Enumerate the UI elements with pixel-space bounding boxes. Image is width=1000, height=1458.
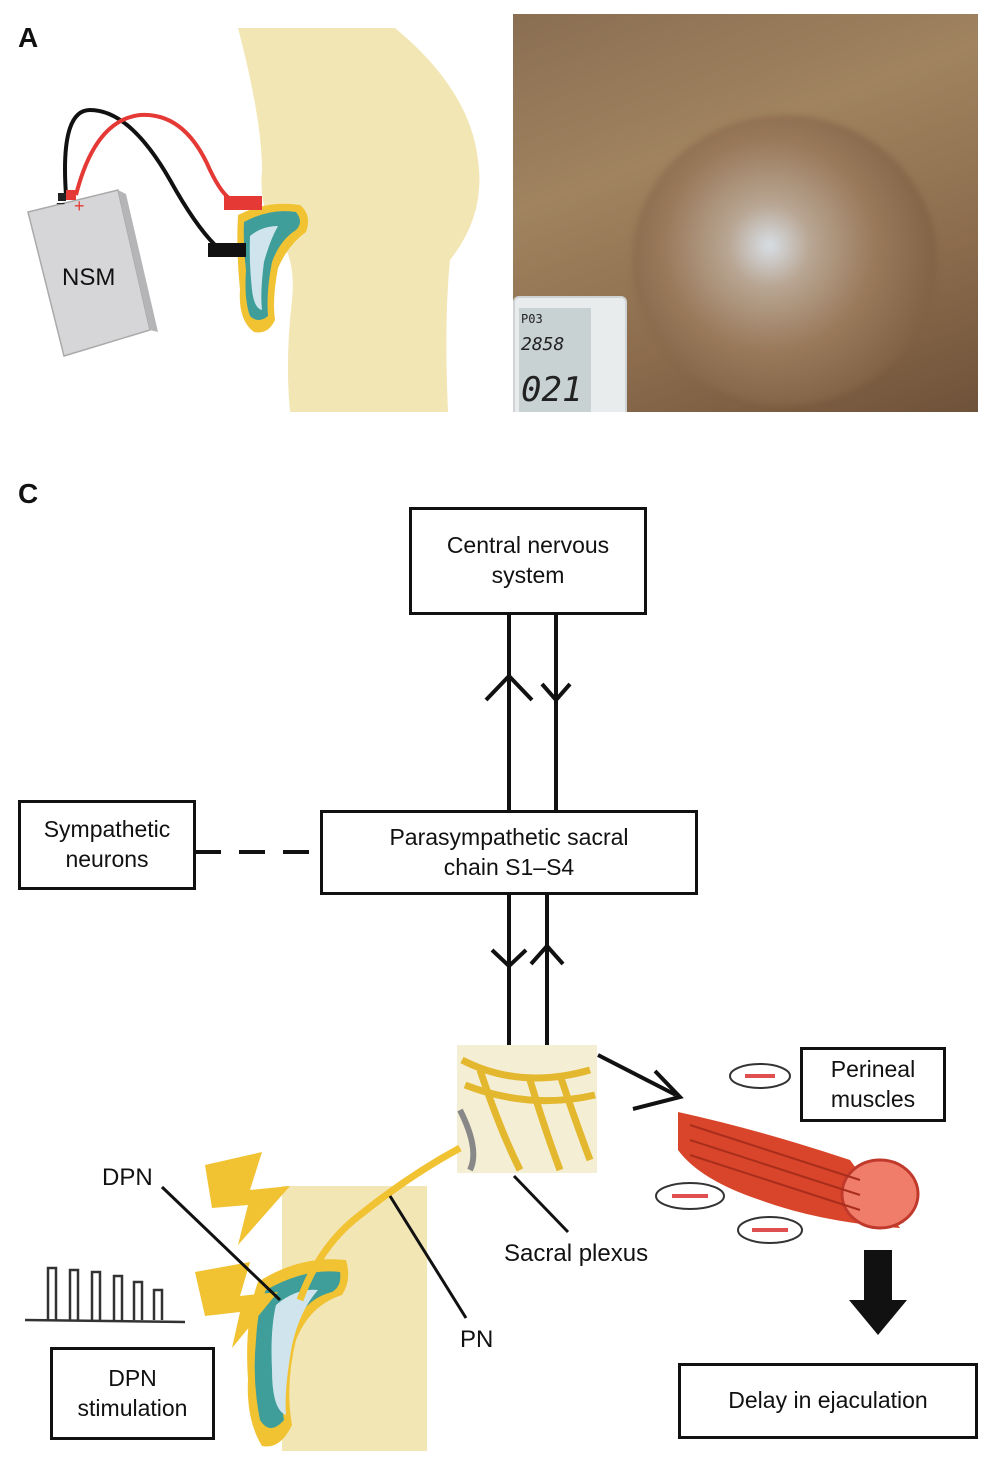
red-electrode xyxy=(224,196,262,210)
perineal-muscles-box: Perineal muscles xyxy=(800,1047,946,1122)
pudendal-nerve xyxy=(296,1144,462,1302)
tissue-inner xyxy=(249,226,278,310)
cns-box: Central nervous system xyxy=(409,507,647,615)
arrow-down-1 xyxy=(540,682,572,704)
red-cable xyxy=(74,112,234,202)
panel-c-letter: C xyxy=(18,478,39,509)
arrow-up-1 xyxy=(484,673,534,702)
arrow-down-2 xyxy=(490,948,528,969)
nsm-label: NSM xyxy=(62,264,116,291)
parasympathetic-box: Parasympathetic sacral chain S1–S4 xyxy=(320,810,698,895)
sacral-plexus-label: Sacral plexus xyxy=(504,1240,649,1267)
black-electrode xyxy=(208,243,246,257)
polarity-minus: − xyxy=(56,196,66,213)
stimulator-display: P03 2858 021 xyxy=(513,296,627,412)
privacy-blur xyxy=(632,115,937,405)
dpn-stimulation-box: DPN stimulation xyxy=(50,1347,215,1440)
sympathetic-box: Sympathetic neurons xyxy=(18,800,196,890)
panel-a-letter: A xyxy=(18,22,39,53)
lcd-line-3: 021 xyxy=(521,370,583,410)
lcd-line-2: 2858 xyxy=(521,334,565,355)
lightning-bolt-1 xyxy=(205,1152,290,1245)
pn-leader xyxy=(388,1195,468,1319)
polarity-plus: + xyxy=(74,196,85,216)
down-arrow-to-delay xyxy=(849,1250,907,1335)
delay-box: Delay in ejaculation xyxy=(678,1363,978,1439)
body-silhouette xyxy=(238,28,480,412)
arrow-to-muscles xyxy=(632,1069,684,1111)
arrow-up-2 xyxy=(529,942,565,966)
stimulation-waveform xyxy=(24,1266,186,1324)
pn-label: PN xyxy=(460,1326,494,1353)
lcd-screen: P03 2858 021 xyxy=(519,308,591,412)
plexus-leader xyxy=(512,1174,570,1234)
dpn-leader xyxy=(160,1185,282,1302)
lcd-line-1: P03 xyxy=(521,312,543,326)
dpn-label: DPN xyxy=(102,1164,153,1191)
muscle-illustration xyxy=(655,1063,920,1244)
lightning-bolt-2 xyxy=(195,1262,278,1348)
